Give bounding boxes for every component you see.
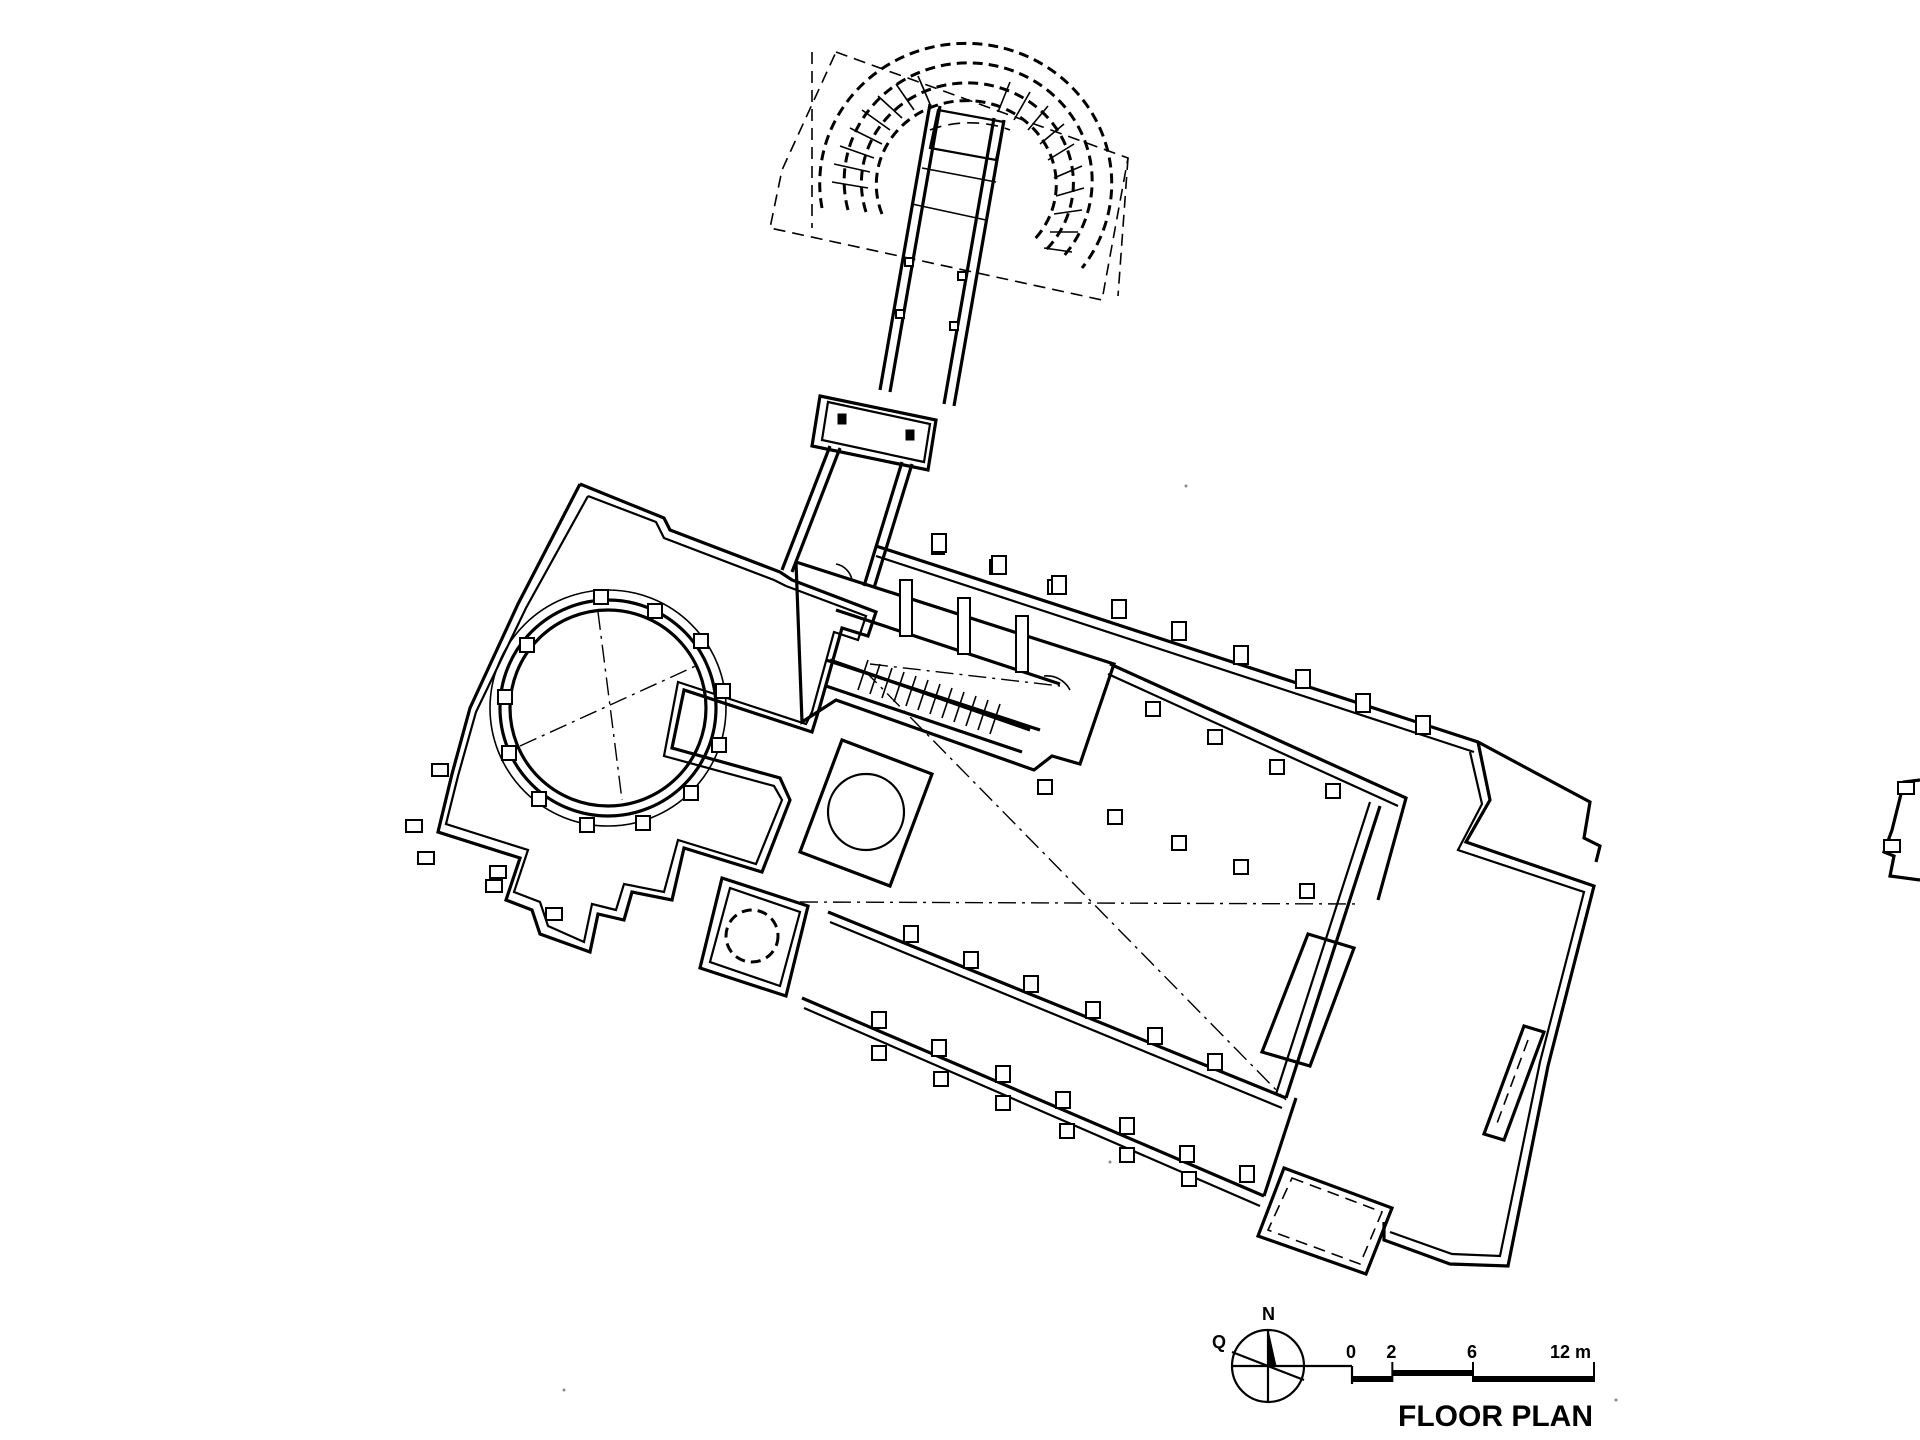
inner-band-north xyxy=(1109,662,1408,901)
entry-corridor xyxy=(780,103,1006,589)
hall-axis-diagonal-1 xyxy=(863,669,1287,1101)
compass-north-label: N xyxy=(1262,1304,1275,1324)
scale-tick-0: 0 xyxy=(1346,1342,1356,1362)
rotunda-outer-ring xyxy=(498,598,718,818)
southeast-room xyxy=(1255,1165,1395,1277)
rotunda-inner-ring xyxy=(508,608,708,808)
scale-tick-12: 12 m xyxy=(1550,1342,1591,1362)
east-slot-window xyxy=(1481,1024,1547,1142)
gate-pier-left xyxy=(837,413,847,425)
altar-circle xyxy=(826,772,906,852)
entry-stair-block xyxy=(794,539,1117,772)
scale-segment xyxy=(1352,1376,1393,1382)
stage-platform xyxy=(928,108,1006,162)
scale-bar: 0 2 6 12 m xyxy=(1346,1342,1595,1384)
seating-hatch xyxy=(831,75,1085,253)
right-edge-fragment xyxy=(1881,778,1920,882)
main-hall xyxy=(799,533,1602,1268)
seating-arc-inner xyxy=(874,99,1058,244)
seating-arc-outer xyxy=(818,41,1114,269)
hall-axis-horizontal xyxy=(799,901,1361,905)
door-swing-2 xyxy=(835,563,853,581)
east-wing-outer-wall xyxy=(1382,741,1596,1268)
altar-block xyxy=(797,737,935,889)
west-wing-outer-wall xyxy=(436,482,879,955)
compass-needle xyxy=(1267,1329,1277,1367)
scale-segment xyxy=(1473,1376,1594,1382)
main-hall-north-wall xyxy=(875,544,1602,863)
long-bench-block xyxy=(1259,932,1357,1068)
scale-tick-6: 6 xyxy=(1467,1342,1477,1362)
door-swing xyxy=(1043,675,1071,691)
scale-segment xyxy=(1392,1370,1473,1376)
seating-arc-mid2 xyxy=(859,81,1075,252)
font-dashed-circle xyxy=(724,908,780,964)
gatehouse xyxy=(810,394,938,472)
north-compass: N Q xyxy=(1212,1304,1352,1404)
amphitheatre xyxy=(769,41,1129,301)
boundary-dashed-right xyxy=(1117,157,1129,297)
scale-tick-2: 2 xyxy=(1386,1342,1396,1362)
feature-blocks xyxy=(698,737,1547,1277)
gate-pier-right xyxy=(905,429,915,441)
stage-arc-dashed xyxy=(929,122,1011,131)
west-wing xyxy=(405,482,879,955)
stair-treads xyxy=(857,659,1001,735)
font-block-outer xyxy=(698,875,810,999)
seating-arc-mid1 xyxy=(842,61,1094,260)
stair-hall-wall xyxy=(794,560,1117,772)
drawing-title: FLOOR PLAN xyxy=(1398,1400,1593,1433)
amphitheatre-boundary-dashed xyxy=(769,50,1129,301)
rotunda-axis-1 xyxy=(597,611,623,801)
compass-west-label: Q xyxy=(1212,1332,1226,1352)
